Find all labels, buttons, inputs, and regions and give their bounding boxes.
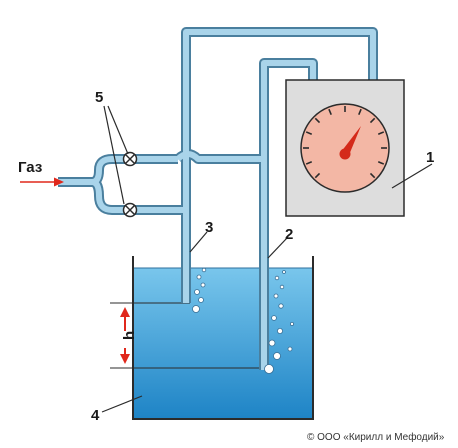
label-h: h [121, 331, 138, 340]
pressure-gauge-icon [300, 103, 390, 193]
bubble [273, 352, 281, 360]
gauge-tick [369, 172, 376, 179]
vessel [132, 256, 314, 420]
gauge-tick [369, 117, 376, 124]
valve-upper [122, 151, 138, 167]
bubble [271, 315, 277, 321]
gauge-tick [314, 172, 321, 179]
gas-flow-arrow [20, 177, 64, 187]
valve-lower [122, 202, 138, 218]
level-height-marker [110, 302, 272, 369]
gauge-tick [314, 117, 321, 124]
pressure-measuring-device [285, 79, 405, 217]
bubble [198, 297, 204, 303]
bubble [200, 282, 206, 288]
gauge-tick [328, 108, 332, 116]
gas-bubbles [192, 267, 294, 374]
label-valves: 5 [95, 89, 103, 106]
bubble [201, 267, 207, 273]
bubble [276, 327, 283, 334]
vessel-walls [132, 256, 314, 420]
gauge-tick [377, 161, 385, 165]
bubble [196, 274, 202, 280]
gauge-tick [305, 131, 313, 135]
bubble [194, 289, 200, 295]
gauge-tick [305, 161, 313, 165]
gas-label: Газ [18, 159, 42, 176]
label-tube-3: 3 [205, 219, 213, 236]
leader-lines [101, 105, 433, 413]
bubble [282, 270, 286, 274]
label-device: 1 [426, 149, 434, 166]
bubble [289, 321, 294, 326]
gauge-tick [358, 108, 362, 116]
label-vessel: 4 [91, 407, 100, 424]
pipes-fill [58, 29, 376, 370]
bubble [273, 293, 279, 299]
gauge-tick [377, 131, 385, 135]
bubble [192, 305, 200, 313]
gauge-needle [341, 126, 361, 155]
bubble [279, 284, 285, 290]
bubble [274, 275, 280, 281]
bubble [287, 346, 293, 352]
bubble [268, 339, 276, 347]
copyright-notice: © ООО «Кирилл и Мефодий» [307, 431, 445, 443]
bubble [264, 364, 274, 374]
bubble [278, 303, 284, 309]
label-tube-2: 2 [285, 226, 293, 243]
water [134, 268, 312, 418]
